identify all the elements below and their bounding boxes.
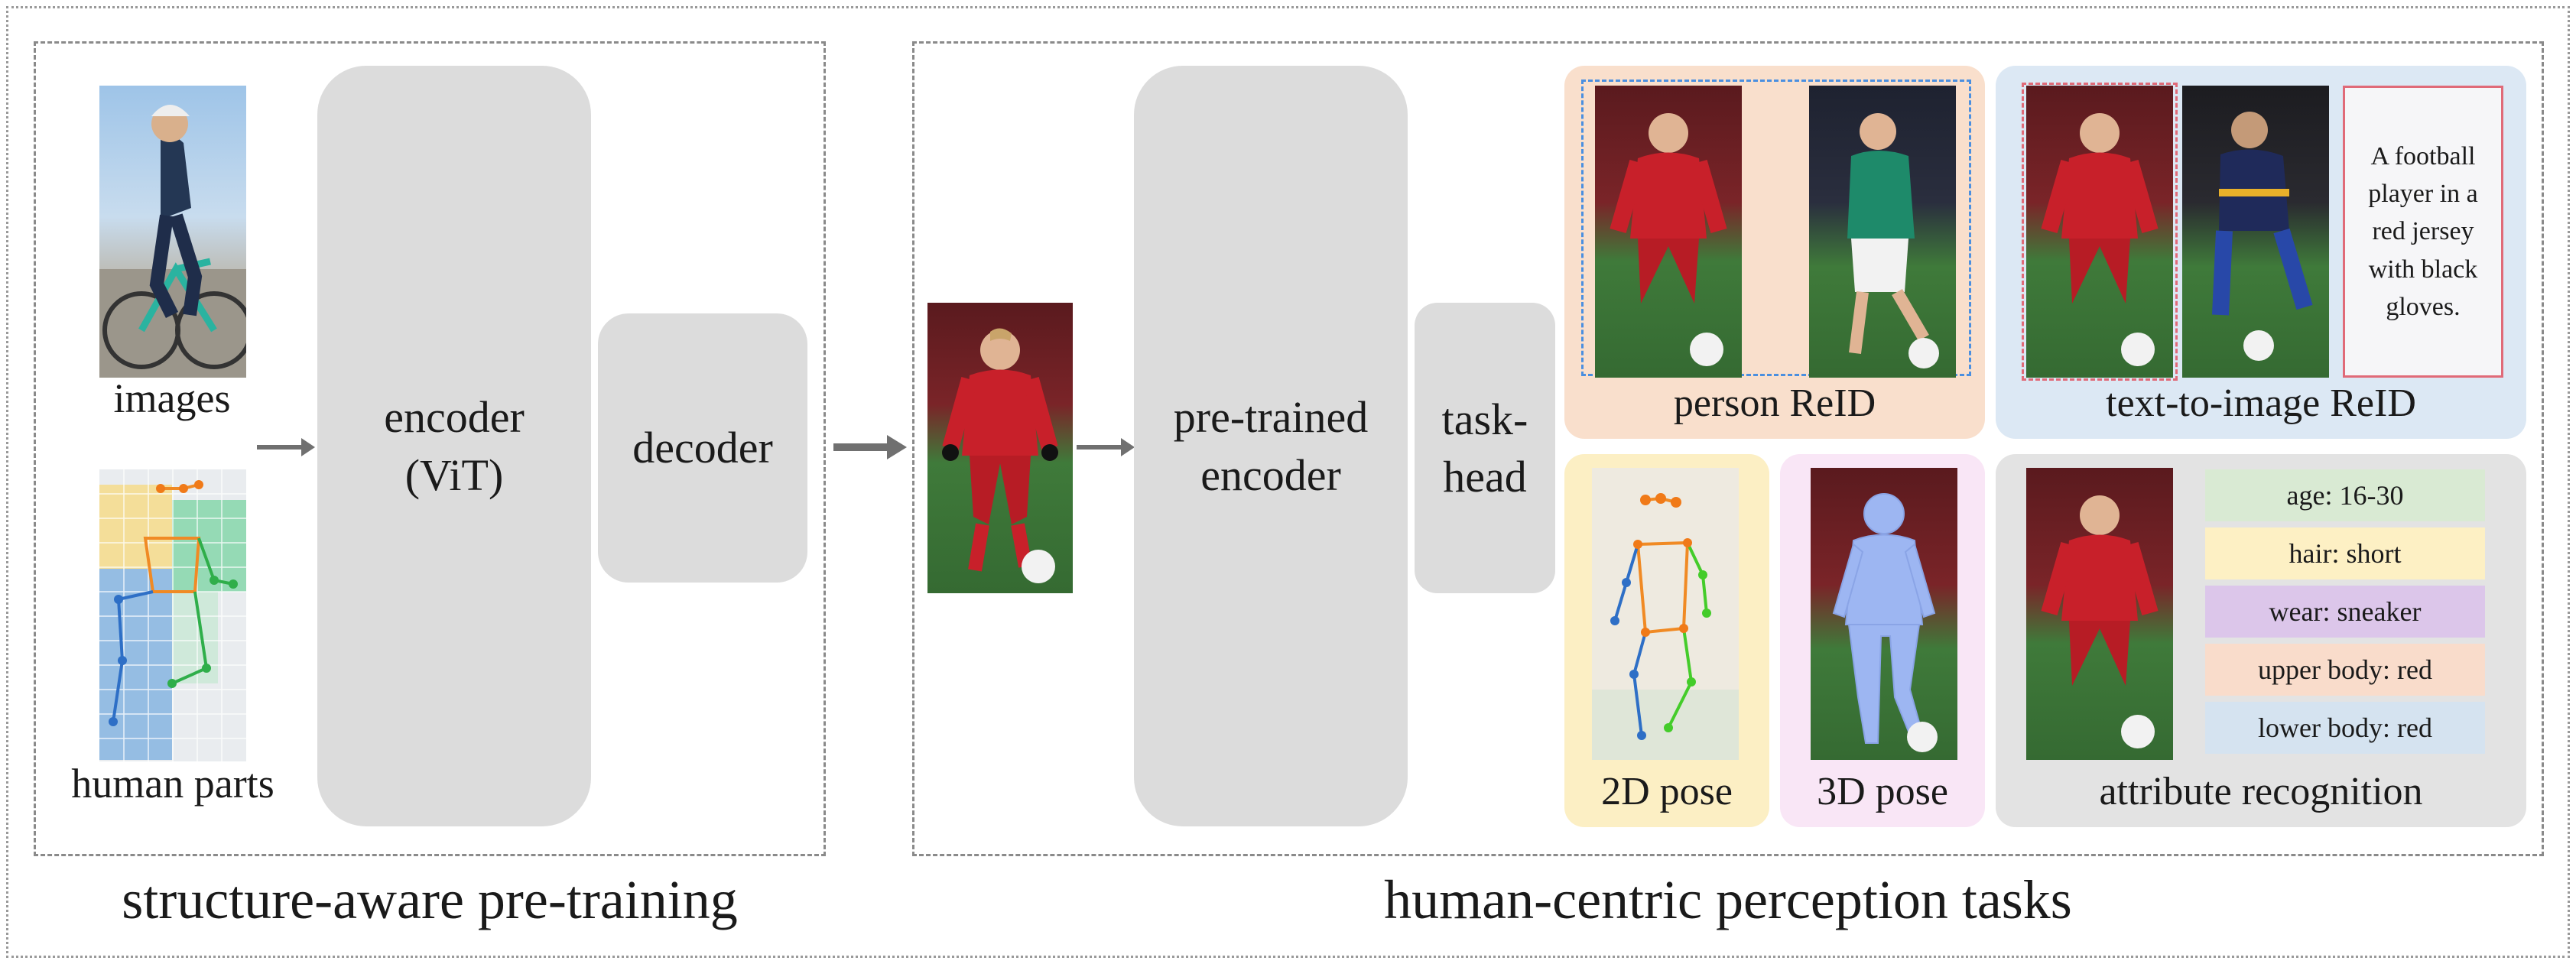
t2i-matched-image (2026, 86, 2173, 378)
human-parts-image (99, 469, 246, 761)
cyclist-image (99, 86, 246, 378)
arrow-to-encoder (257, 438, 315, 456)
figure-frame (6, 6, 2570, 958)
human-parts-label: human parts (71, 761, 274, 807)
attribute-upper-body: upper body: red (2205, 644, 2485, 696)
pose-2d-image (1592, 468, 1739, 760)
pretraining-box (34, 41, 826, 856)
pose-3d-panel: 3D pose (1780, 454, 1985, 827)
attribute-hair: hair: short (2205, 527, 2485, 579)
pose-3d-label: 3D pose (1817, 770, 1948, 813)
t2i-distractor-image (2182, 86, 2329, 378)
attribute-recognition-label: attribute recognition (2099, 770, 2423, 813)
t2i-text-query: A football player in a red jersey with b… (2343, 86, 2503, 378)
task-head-block: task- head (1415, 303, 1555, 593)
attribute-recognition-panel: age: 16-30 hair: short wear: sneaker upp… (1996, 454, 2526, 827)
text-to-image-reid-panel: A football player in a red jersey with b… (1996, 66, 2526, 439)
arrow-to-pretrained-encoder (1077, 438, 1135, 456)
pose-3d-image (1811, 468, 1957, 760)
pretraining-caption: structure-aware pre-training (122, 869, 738, 930)
perception-tasks-box (912, 41, 2544, 856)
pose-2d-panel: 2D pose (1564, 454, 1769, 827)
encoder-vit-block: encoder (ViT) (317, 66, 591, 826)
pretrained-encoder-block: pre-trained encoder (1134, 66, 1408, 826)
person-reid-label: person ReID (1673, 381, 1876, 425)
reid-match-box (1581, 80, 1971, 376)
section-arrow (833, 435, 907, 459)
input-player-image (927, 303, 1073, 593)
attribute-wear: wear: sneaker (2205, 586, 2485, 638)
attribute-age: age: 16-30 (2205, 469, 2485, 521)
decoder-block: decoder (598, 313, 807, 583)
pose-2d-label: 2D pose (1601, 770, 1733, 813)
reid-gallery-image (1809, 86, 1956, 378)
person-reid-panel: person ReID (1564, 66, 1985, 439)
attribute-image (2026, 468, 2173, 760)
reid-query-image (1595, 86, 1742, 378)
t2i-match-box (2022, 83, 2178, 381)
attribute-lower-body: lower body: red (2205, 702, 2485, 754)
perception-tasks-caption: human-centric perception tasks (1384, 869, 2072, 930)
t2i-reid-label: text-to-image ReID (2106, 381, 2416, 425)
images-label: images (113, 375, 231, 421)
